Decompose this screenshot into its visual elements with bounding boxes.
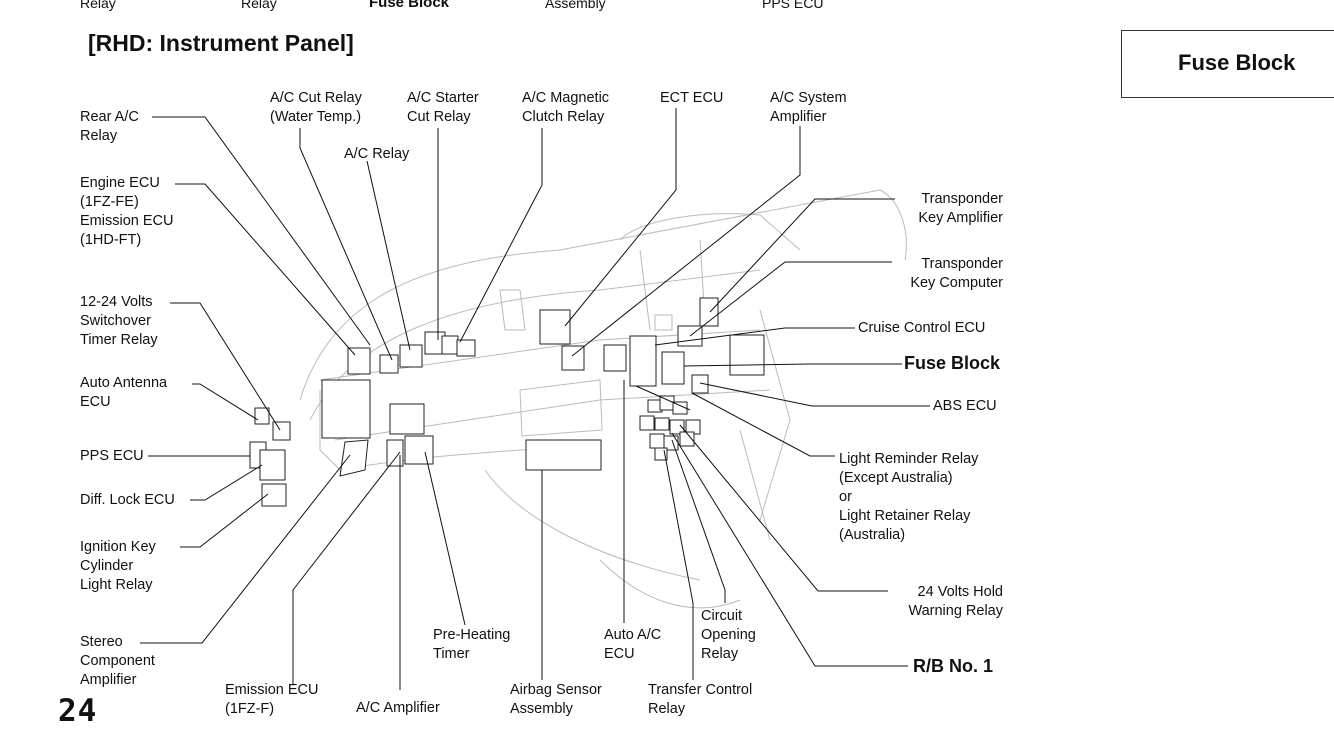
label-ignition-key-relay: Ignition Key Cylinder Light Relay <box>80 539 156 593</box>
label-diff-lock-ecu: Diff. Lock ECU <box>80 492 175 508</box>
fuse-block-tab[interactable]: Fuse Block <box>1121 30 1334 98</box>
label-auto-antenna-ecu: Auto Antenna ECU <box>80 375 168 410</box>
fuse-block-tab-label: Fuse Block <box>1178 50 1296 75</box>
label-24-volts-hold-relay: 24 Volts Hold Warning Relay <box>908 584 1003 619</box>
dashboard-outline <box>299 189 907 609</box>
label-pre-heating-timer: Pre-Heating Timer <box>433 627 511 662</box>
label-pps-ecu: PPS ECU <box>80 448 144 464</box>
label-transfer-control-relay: Transfer Control Relay <box>648 682 753 717</box>
top-label-relay-1: Relay <box>80 0 116 11</box>
label-emission-ecu-1fz-f: Emission ECU (1FZ-F) <box>225 682 319 717</box>
label-ac-relay: A/C Relay <box>344 146 410 162</box>
label-cruise-control-ecu: Cruise Control ECU <box>858 320 986 336</box>
label-abs-ecu: ABS ECU <box>933 398 997 414</box>
label-ect-ecu: ECT ECU <box>660 90 724 106</box>
page-title: [RHD: Instrument Panel] <box>88 30 354 56</box>
component-boxes <box>249 297 765 507</box>
label-transponder-key-computer: Transponder Key Computer <box>910 256 1003 291</box>
label-stereo-amplifier: Stereo Component Amplifier <box>80 634 155 688</box>
label-circuit-opening-relay: Circuit Opening Relay <box>701 608 756 662</box>
top-label-assembly: Assembly <box>545 0 606 11</box>
label-ac-starter-cut-relay: A/C Starter Cut Relay <box>407 90 479 125</box>
label-auto-ac-ecu: Auto A/C ECU <box>604 627 662 662</box>
top-label-pps-ecu: PPS ECU <box>762 0 824 11</box>
label-light-reminder-relay: Light Reminder Relay (Except Australia) … <box>839 451 979 543</box>
top-label-fuse-block: Fuse Block <box>369 0 450 11</box>
leader-lines <box>140 108 930 690</box>
label-fuse-block: Fuse Block <box>904 353 1001 373</box>
label-rear-ac-relay: Rear A/C Relay <box>80 109 139 144</box>
label-ac-system-amplifier: A/C System Amplifier <box>770 90 847 125</box>
label-rb-no-1: R/B No. 1 <box>913 656 994 676</box>
label-switchover-timer-relay: 12-24 Volts Switchover Timer Relay <box>80 294 158 348</box>
label-transponder-key-amplifier: Transponder Key Amplifier <box>918 191 1003 226</box>
label-ac-magnetic-clutch-relay: A/C Magnetic Clutch Relay <box>522 90 610 125</box>
label-ac-cut-relay: A/C Cut Relay (Water Temp.) <box>270 90 362 125</box>
label-engine-ecu: Engine ECU (1FZ-FE) Emission ECU (1HD-FT… <box>80 175 174 248</box>
label-airbag-sensor: Airbag Sensor Assembly <box>510 682 602 717</box>
top-label-relay-2: Relay <box>241 0 277 11</box>
page-number: 24 <box>58 693 98 729</box>
label-ac-amplifier: A/C Amplifier <box>356 700 440 716</box>
